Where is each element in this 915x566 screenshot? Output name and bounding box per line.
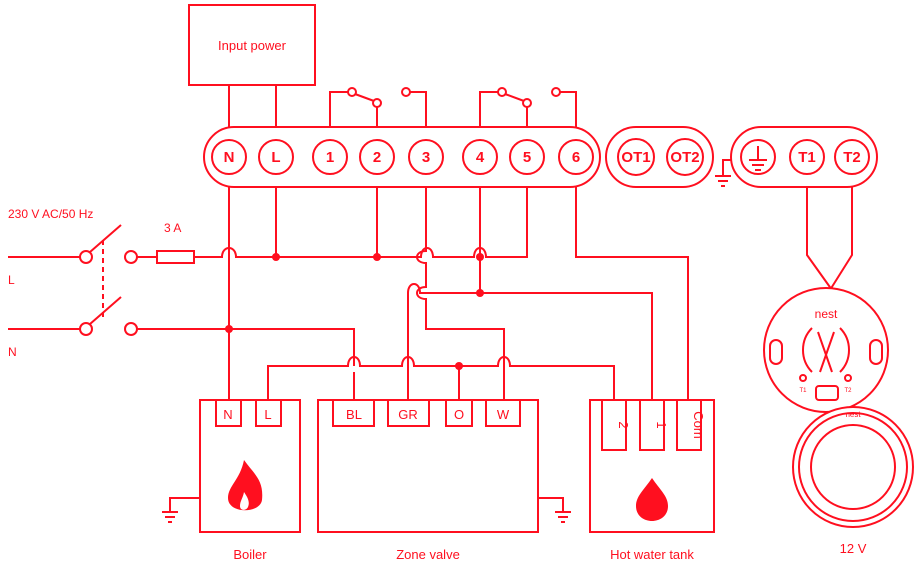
terminal-t2: T2 bbox=[834, 139, 870, 175]
terminal-3: 3 bbox=[408, 139, 444, 175]
relay-switch-2 bbox=[479, 87, 577, 140]
fuse-rating-label: 3 A bbox=[164, 221, 181, 235]
terminal-1: 1 bbox=[312, 139, 348, 175]
terminal-ot1: OT1 bbox=[617, 138, 655, 176]
svg-text:3: 3 bbox=[422, 149, 430, 166]
live-label: L bbox=[8, 273, 15, 287]
hot-water-tank: 2 1 Com bbox=[589, 399, 715, 533]
svg-text:L: L bbox=[271, 149, 280, 166]
zone-valve-label: Zone valve bbox=[396, 547, 460, 562]
svg-text:OT1: OT1 bbox=[621, 149, 650, 166]
base-t1-label: T1 bbox=[799, 388, 807, 394]
water-drop-icon bbox=[636, 478, 668, 521]
base-t2-label: T2 bbox=[844, 388, 852, 394]
terminal-ot2: OT2 bbox=[666, 138, 704, 176]
thermostat-base-brand: nest bbox=[815, 307, 838, 321]
thermostat-base: nest T1 T2 bbox=[763, 287, 889, 413]
terminal-2: 2 bbox=[359, 139, 395, 175]
supply-voltage-label: 230 V AC/50 Hz bbox=[8, 207, 93, 221]
svg-text:1: 1 bbox=[326, 149, 334, 166]
flame-icon bbox=[228, 460, 263, 511]
terminal-t1: T1 bbox=[789, 139, 825, 175]
tank-terminal-1: 1 bbox=[654, 421, 669, 428]
svg-text:6: 6 bbox=[572, 149, 580, 166]
terminal-l: L bbox=[258, 139, 294, 175]
terminal-5: 5 bbox=[509, 139, 545, 175]
tank-terminal-com: Com bbox=[691, 411, 706, 438]
svg-text:T1: T1 bbox=[798, 149, 816, 166]
svg-text:OT2: OT2 bbox=[670, 149, 699, 166]
zone-valve-terminal-gr: GR bbox=[398, 407, 418, 422]
thermostat-terminal-block: T1 T2 bbox=[730, 126, 878, 188]
svg-text:T2: T2 bbox=[843, 149, 861, 166]
thermostat-display: nest bbox=[792, 406, 914, 528]
zone-valve-earth bbox=[538, 497, 571, 523]
terminal-n: N bbox=[211, 139, 247, 175]
zone-valve-terminal-o: O bbox=[454, 407, 464, 422]
neutral-label: N bbox=[8, 345, 17, 359]
input-power: Input power bbox=[188, 4, 316, 86]
terminal-6: 6 bbox=[558, 139, 594, 175]
boiler-terminal-l: L bbox=[264, 407, 271, 422]
boiler-terminal-n: N bbox=[223, 407, 232, 422]
relay-switch-1 bbox=[329, 87, 427, 140]
boiler-label: Boiler bbox=[233, 547, 267, 562]
zone-valve-terminal-bl: BL bbox=[346, 407, 362, 422]
heat-link-terminal-block: N L 1 2 3 4 5 6 bbox=[203, 126, 601, 188]
zone-valve-terminal-w: W bbox=[497, 407, 510, 422]
tank-terminal-2: 2 bbox=[616, 421, 631, 428]
thermostat-power-label: 12 V bbox=[840, 541, 867, 556]
boiler: N L bbox=[199, 399, 301, 533]
svg-text:5: 5 bbox=[523, 149, 531, 166]
svg-text:N: N bbox=[224, 149, 235, 166]
opentherm-terminal-block: OT1 OT2 bbox=[605, 126, 714, 188]
thermostat-brand: nest bbox=[845, 410, 861, 419]
terminal-4: 4 bbox=[462, 139, 498, 175]
hot-water-tank-label: Hot water tank bbox=[610, 547, 694, 562]
boiler-earth bbox=[162, 497, 200, 523]
input-power-label: Input power bbox=[218, 38, 287, 53]
svg-text:4: 4 bbox=[476, 149, 485, 166]
svg-text:2: 2 bbox=[373, 149, 381, 166]
terminal-earth bbox=[740, 139, 776, 175]
zone-valve: BL GR O W bbox=[317, 399, 539, 533]
earth-symbol bbox=[715, 159, 731, 187]
